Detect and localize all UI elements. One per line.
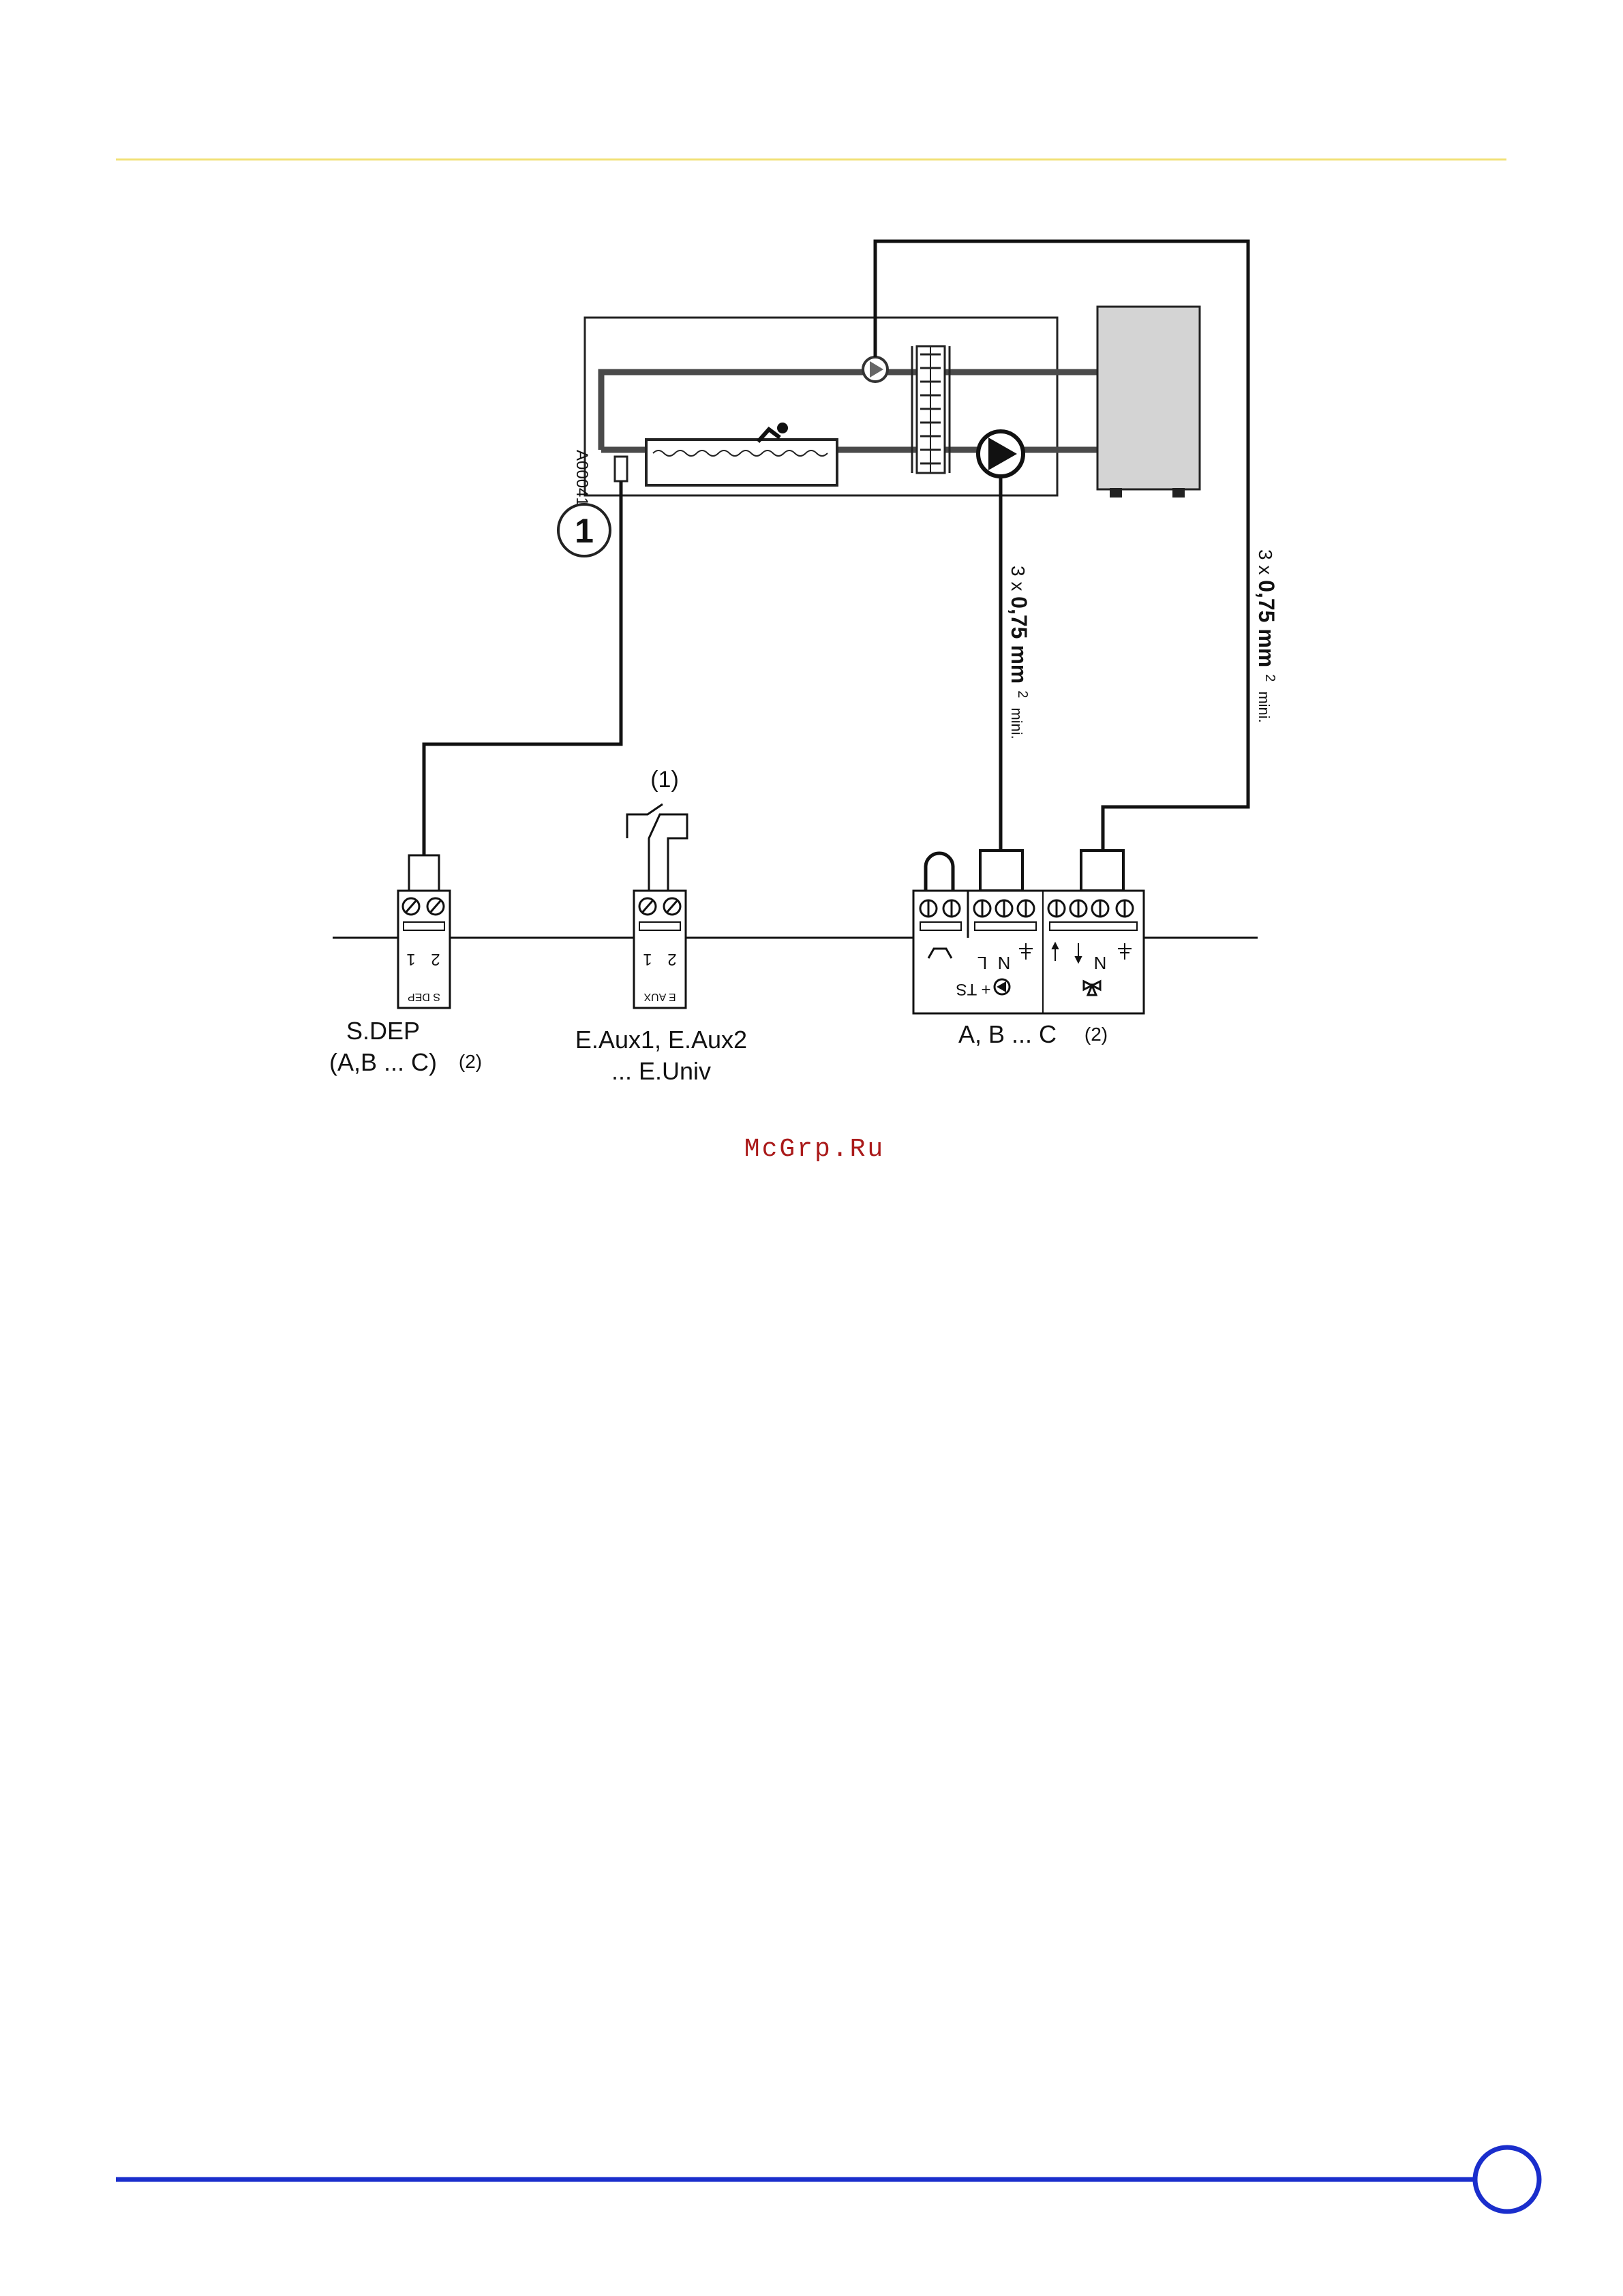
- sdep-caption-note: (2): [459, 1051, 482, 1072]
- sdep-plate-label: S DEP: [408, 991, 440, 1002]
- switch-note: (1): [650, 767, 679, 793]
- hydraulic-schematic: A000411: [573, 307, 1200, 514]
- page-number-circle: [1475, 2147, 1539, 2211]
- supply-pipe: [601, 372, 1097, 450]
- eaux-pin2-label: 2: [667, 950, 676, 968]
- eaux-caption-line1: E.Aux1, E.Aux2: [575, 1026, 747, 1054]
- sdep-connector: 1 2 S DEP: [398, 855, 450, 1008]
- boiler-foot-left: [1110, 488, 1122, 498]
- terminal-n2-label: N: [1094, 953, 1107, 973]
- sdep-pin1-label: 1: [406, 950, 415, 968]
- terminal-l-label: L: [977, 953, 987, 973]
- boiler-foot-right: [1172, 488, 1185, 498]
- sdep-caption-line2: (A,B ... C): [329, 1048, 437, 1076]
- bridge-loop-icon: [926, 853, 953, 891]
- pool-sensor: [615, 457, 627, 481]
- switch-contact-icon: [627, 804, 687, 891]
- primary-pump-icon: [863, 357, 888, 382]
- eaux-connector: 1 2 E AUX: [627, 804, 687, 1008]
- eaux-plate-label: E AUX: [643, 991, 676, 1002]
- abc-caption: A, B ... C: [958, 1020, 1057, 1048]
- terminal-n-label: N: [998, 953, 1011, 973]
- primary-pump-cable-label: 3 x 0,75 mm2mini.: [1254, 549, 1279, 723]
- eaux-pin1-label: 1: [643, 950, 652, 968]
- eaux-caption-line2: ... E.Univ: [611, 1057, 711, 1085]
- abc-caption-note: (2): [1084, 1024, 1108, 1045]
- pool-basin: [646, 440, 837, 485]
- abc-terminal-block: N L N + TS: [913, 851, 1144, 1013]
- callout-marker: 1: [558, 504, 610, 556]
- boiler-unit: [1097, 307, 1200, 489]
- sdep-caption-line1: S.DEP: [346, 1017, 420, 1045]
- sdep-pin2-label: 2: [431, 950, 440, 968]
- heat-exchanger-icon: [912, 346, 950, 473]
- pool-pump-icon: [978, 431, 1023, 476]
- watermark: McGrp.Ru: [744, 1135, 885, 1164]
- pool-pump-cable-label: 3 x 0,75 mm2mini.: [1007, 566, 1031, 739]
- pump-symbol-icon: [995, 979, 1010, 994]
- screw-terminals: [920, 900, 1133, 917]
- callout-number: 1: [575, 512, 594, 550]
- pump-plate-label: + TS: [956, 980, 991, 998]
